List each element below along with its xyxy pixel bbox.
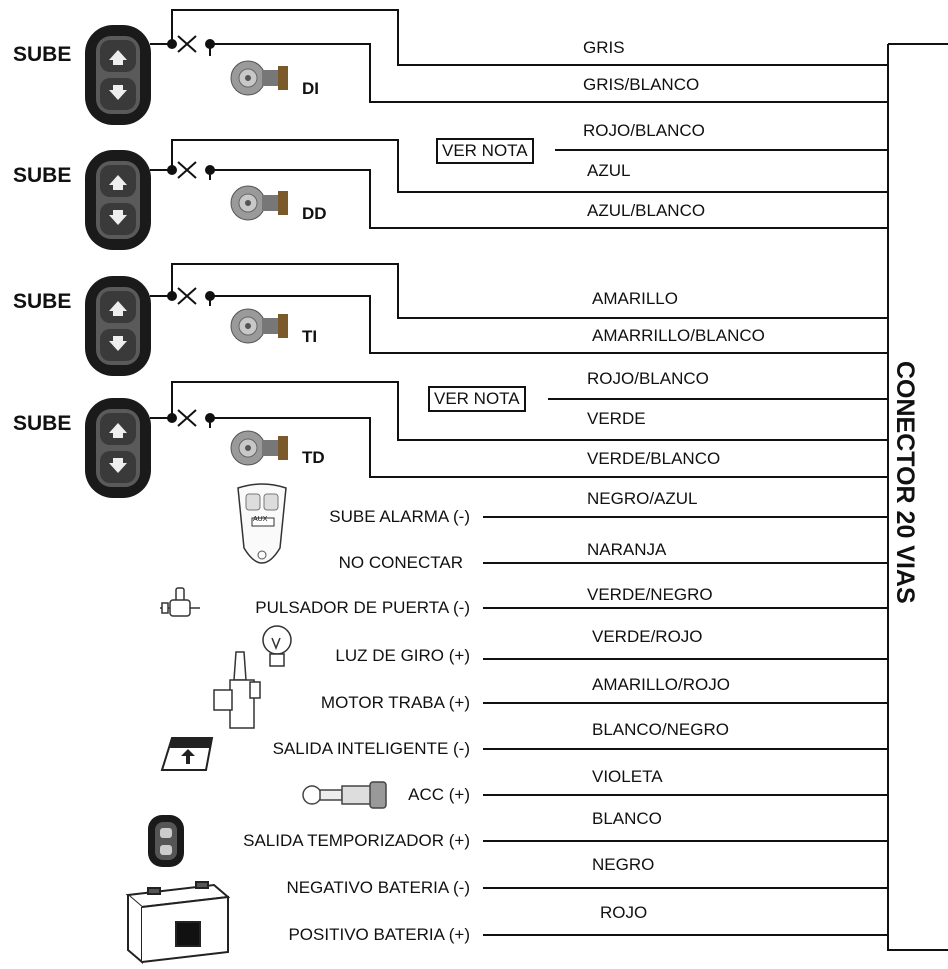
function-label: LUZ DE GIRO (+) (335, 646, 470, 665)
window-switch-icon[interactable] (85, 150, 151, 250)
window-motor-icon (230, 308, 289, 344)
function-label: MOTOR TRABA (+) (320, 693, 470, 712)
wire-label: VERDE/ROJO (592, 627, 703, 646)
wire-label: AZUL (587, 161, 631, 180)
function-wires (483, 516, 888, 936)
smart-output-icon (160, 737, 214, 771)
switch-group-ti (150, 263, 888, 354)
function-label: SUBE ALARMA (-) (329, 507, 470, 526)
function-label: NEGATIVO BATERIA (-) (286, 878, 470, 897)
wire-label: GRIS/BLANCO (583, 75, 700, 94)
window-motor-icon (230, 430, 289, 466)
wire-label: AZUL/BLANCO (587, 201, 706, 220)
window-switch-icon[interactable] (85, 276, 151, 376)
connector-body (887, 43, 948, 951)
wire-label: NEGRO (592, 855, 655, 874)
wire-label: VERDE (587, 409, 646, 428)
window-switch-icon[interactable] (85, 25, 151, 125)
sube-label: SUBE (13, 43, 72, 66)
lock-actuator-icon (213, 651, 261, 729)
window-motor-icon (230, 60, 289, 96)
ver-nota-box: VER NOTA (428, 386, 526, 412)
function-label: SALIDA INTELIGENTE (-) (272, 739, 470, 758)
connector-title: CONECTOR 20 VIAS (891, 361, 919, 604)
door-label-ti: TI (302, 327, 318, 346)
wire-label: BLANCO (592, 809, 662, 828)
door-pin-switch-icon (160, 587, 200, 617)
wire-label: ROJO (600, 903, 648, 922)
wire-label: ROJO/BLANCO (587, 369, 709, 388)
wire-label: VERDE/BLANCO (587, 449, 721, 468)
door-label-dd: DD (302, 204, 327, 223)
wire-label: GRIS (583, 38, 625, 57)
door-label-di: DI (302, 79, 319, 98)
wire-label: AMARRILLO/BLANCO (592, 326, 765, 345)
switch-group-di (150, 9, 888, 103)
wire-label: NARANJA (587, 540, 667, 559)
sube-label: SUBE (13, 412, 72, 435)
door-label-td: TD (302, 448, 325, 467)
battery-icon (125, 881, 231, 965)
function-label: NO CONECTAR (338, 553, 463, 572)
wire-label: BLANCO/NEGRO (592, 720, 729, 739)
remote-aux-label: AUX (253, 516, 268, 523)
wire-label: VIOLETA (592, 767, 663, 786)
wire-label: ROJO/BLANCO (583, 121, 705, 140)
timer-switch-icon (148, 815, 184, 867)
wire-label: NEGRO/AZUL (587, 489, 698, 508)
function-label: POSITIVO BATERIA (+) (288, 925, 470, 944)
ignition-key-icon (302, 781, 387, 809)
wire-label: AMARILLO/ROJO (592, 675, 730, 694)
function-label: PULSADOR DE PUERTA (-) (255, 598, 470, 617)
bulb-icon (262, 625, 292, 667)
wire-label: AMARILLO (592, 289, 678, 308)
wire-label: VERDE/NEGRO (587, 585, 713, 604)
window-motor-icon (230, 185, 289, 221)
remote-control-icon (237, 483, 287, 564)
ver-nota-box: VER NOTA (436, 138, 534, 164)
window-switch-icon[interactable] (85, 398, 151, 498)
switch-group-dd (150, 139, 888, 229)
function-label: SALIDA TEMPORIZADOR (+) (243, 831, 470, 850)
function-label: ACC (+) (408, 785, 470, 804)
sube-label: SUBE (13, 164, 72, 187)
switch-group-td (150, 381, 888, 478)
sube-label: SUBE (13, 290, 72, 313)
